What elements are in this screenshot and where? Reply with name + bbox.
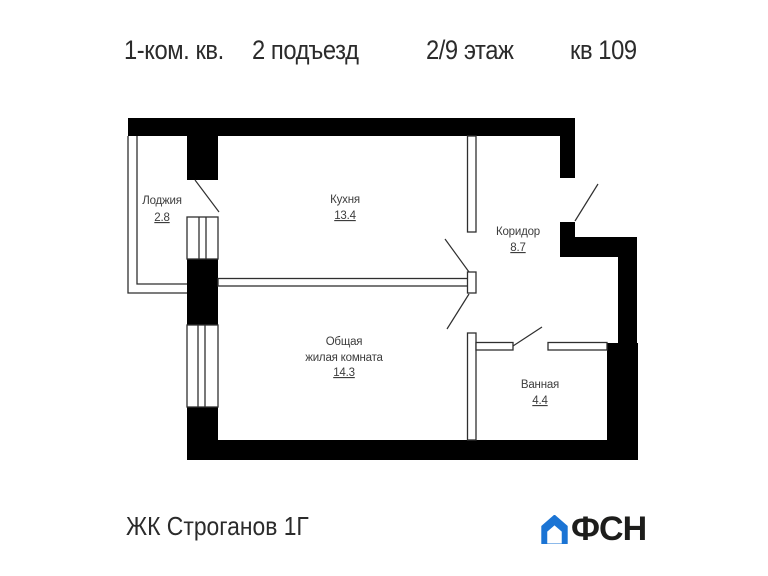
entrance-label: 2 подъезд [252,35,359,65]
room-label-bathroom: Ванная [521,379,559,391]
room-label-corridor: Коридор [496,226,540,238]
bathroom-door-swing [512,326,543,347]
loggia-walls [127,136,187,294]
room-label-kitchen: Кухня [330,194,360,206]
kitchen-corridor-wall [466,135,477,233]
kitchen-window [186,216,219,260]
door-swings [194,179,599,347]
entrance-door-swing [574,183,599,222]
living-room-window [186,324,219,408]
wall-right-step [560,237,637,257]
room-label-living-line1: Общая [326,336,363,348]
apartment-number-label: кв 109 [570,35,637,65]
divider-end-cap [466,271,477,294]
wall-top [128,118,575,136]
room-area-loggia: 2.8 [154,212,169,224]
developer-logo: ФСН [541,510,647,548]
house-icon-inner [547,524,562,543]
room-area-kitchen: 13.4 [334,210,356,222]
room-labels: Лоджия 2.8 Кухня 13.4 Коридор 8.7 Общая … [142,194,559,407]
loggia-inner-line [136,136,187,285]
windows [186,216,219,408]
kitchen-door-swing [444,238,470,273]
room-label-living-line2: жилая комната [305,352,383,364]
wall-left-upper [187,136,218,180]
bathroom-top-wall-left [475,341,514,351]
thick-walls [128,118,638,460]
wall-left-lower [187,407,218,441]
complex-name-label: ЖК Строганов 1Г [126,511,309,541]
balcony-door-swing [194,179,220,213]
room-label-loggia: Лоджия [142,195,182,207]
kitchen-living-divider [217,277,469,287]
logo-text: ФСН [571,510,647,548]
loggia-outer-line [127,136,187,294]
living-room-door-swing [446,293,470,330]
bathroom-top-wall-right [547,341,608,351]
house-icon [541,514,568,544]
room-area-corridor: 8.7 [510,242,525,254]
bathroom-left-wall [466,332,477,441]
wall-right-lower [607,343,638,440]
wall-left-middle [187,259,218,325]
room-area-bathroom: 4.4 [532,395,548,407]
room-area-living: 14.3 [333,367,355,379]
wall-right-upper [560,136,575,178]
wall-right-middle [618,257,637,347]
apartment-type-label: 1-ком. кв. [124,35,224,65]
floor-label: 2/9 этаж [426,35,514,65]
wall-bottom [187,440,638,460]
partition-walls [217,135,608,441]
